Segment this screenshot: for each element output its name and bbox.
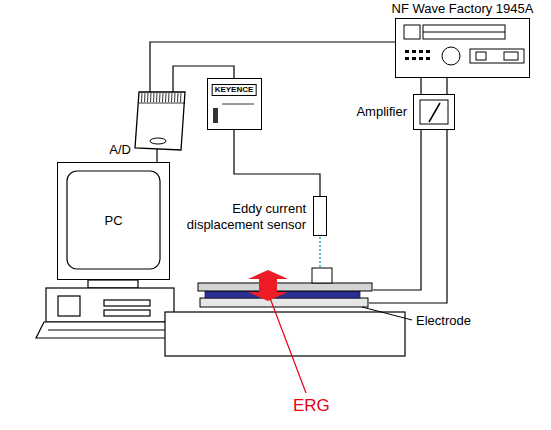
card-contact — [147, 93, 149, 102]
vibration-arrow — [248, 270, 288, 301]
card-contact — [156, 93, 158, 102]
meter-line — [222, 104, 254, 105]
pc-drive — [58, 296, 80, 316]
top-electrode — [198, 283, 372, 291]
generator-panel — [404, 25, 524, 65]
card-contact — [153, 93, 155, 102]
sensor-target — [312, 268, 332, 283]
pc-stand — [88, 280, 138, 288]
card-shape — [135, 92, 185, 150]
pc-drawing — [36, 171, 184, 338]
base-table — [165, 312, 405, 356]
meter-slot — [213, 108, 218, 123]
leader-line — [270, 298, 306, 393]
pc-monitor: PC — [57, 162, 170, 280]
meter-details — [213, 104, 254, 123]
pc-screen — [67, 171, 160, 269]
card-contact — [171, 93, 173, 102]
bottom-electrode — [200, 298, 368, 307]
card-contact — [162, 93, 164, 102]
output-connector — [476, 52, 486, 60]
card-contact — [165, 93, 167, 102]
electrode-wire — [369, 130, 447, 303]
generator-knob — [442, 47, 460, 65]
display-line — [423, 32, 505, 33]
signal-wire — [234, 130, 320, 196]
brand-label: KEYENCE — [212, 84, 257, 96]
pc-drive-slot — [104, 300, 150, 306]
device-label: A/D — [109, 142, 131, 158]
device-label: NF Wave Factory 1945A — [392, 1, 534, 17]
generator-display — [404, 25, 420, 39]
card-contact — [141, 93, 143, 102]
card-contact — [168, 93, 170, 102]
card-contact — [144, 93, 146, 102]
card-contact — [177, 93, 179, 102]
generator-outputs — [470, 49, 524, 63]
pc-unit — [46, 288, 174, 322]
device-label: Eddy current displacement sensor — [171, 201, 306, 233]
generator-display — [423, 25, 505, 39]
part-label: Electrode — [416, 313, 471, 329]
card-outline — [135, 92, 187, 150]
device-label: Amplifier — [356, 104, 407, 120]
part-label: ERG — [293, 396, 330, 416]
card-contact — [180, 93, 182, 102]
leader-line — [362, 307, 412, 320]
pc-drive-slot — [104, 310, 150, 316]
card-contact — [174, 93, 176, 102]
card-port — [150, 138, 166, 144]
card-edge — [139, 103, 185, 104]
keyboard-row — [48, 329, 172, 330]
generator-buttons — [405, 50, 430, 60]
electrode-wire — [373, 130, 421, 290]
sensing-gap — [319, 237, 321, 268]
displacement-meter: KEYENCE — [207, 78, 262, 130]
amplifier-box: Amplifier — [413, 94, 455, 130]
output-connector — [504, 52, 518, 60]
signal-wire — [150, 42, 395, 92]
signal-wire — [156, 149, 157, 162]
eddy-current-sensor: Eddy current displacement sensor — [313, 196, 327, 236]
card-contact — [159, 93, 161, 102]
ad-converter-card: A/D — [135, 92, 187, 150]
card-contact — [150, 93, 152, 102]
signal-wire — [421, 78, 447, 94]
function-generator: NF Wave Factory 1945A — [395, 18, 530, 78]
amplifier-meter — [420, 100, 448, 124]
device-label: PC — [104, 213, 122, 229]
pc-keyboard — [36, 322, 184, 338]
